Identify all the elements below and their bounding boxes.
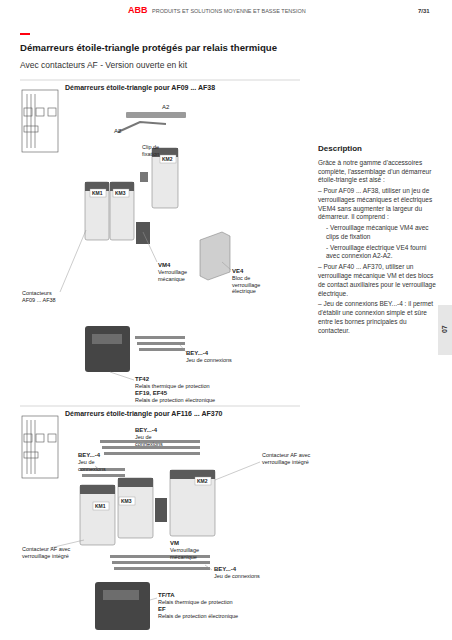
description-text: – Pour AF09 ... AF38, utiliser un jeu de…: [318, 187, 440, 222]
part-code: EF: [158, 606, 198, 613]
part-code: BEY...-4: [214, 566, 264, 573]
description-text: - Verrouillage mécanique VM4 avec clips …: [326, 224, 440, 242]
part-label: Relais de protection électronique: [158, 613, 278, 620]
electrical-interlock: [200, 232, 230, 280]
part-label: Jeu de connexions: [78, 459, 118, 472]
part-label: Relais thermique de protection: [158, 599, 278, 606]
part-label: Contacteur AF avec verrouillage intégré: [262, 452, 314, 465]
a2-bar: [126, 112, 186, 118]
part-label: Relais de protection électronique: [135, 397, 255, 404]
connection-bars: [135, 336, 185, 351]
contactor: [152, 148, 178, 208]
description-text: Grâce à notre gamme d'accessoires complè…: [318, 159, 440, 185]
part-code: TF42: [135, 376, 175, 383]
device-tag: KM3: [115, 190, 131, 196]
subtitle: Avec contacteurs AF - Version ouverte en…: [20, 60, 320, 70]
mechanical-interlock: [155, 498, 167, 522]
part-label: Clip de fixation: [142, 144, 170, 157]
upper-kit: [60, 112, 231, 380]
part-code: EF19, EF45: [135, 390, 195, 397]
part-label: Jeu de connexions: [135, 434, 175, 447]
section-rule: [20, 406, 300, 407]
device-tag: KM1: [95, 503, 111, 509]
device-tag: KM1: [92, 190, 108, 196]
part-code: VM4: [158, 262, 198, 269]
thermal-relay: [95, 582, 150, 630]
part-code: VM: [170, 540, 200, 547]
part-label: Relais thermique de protection: [135, 383, 255, 390]
terminal-strip: [80, 485, 115, 494]
part-label: Verrouillage mécanique: [170, 547, 214, 560]
relay-dial: [92, 334, 122, 344]
part-label: Contacteurs AF09 ... AF38: [22, 290, 64, 303]
side-tab-box: [438, 305, 452, 355]
part-code: BEY...-4: [135, 427, 185, 434]
schematic-icon: [22, 90, 58, 152]
part-label: Bloc de verrouillage électrique: [232, 275, 276, 295]
header-text: PRODUITS ET SOLUTIONS MOYENNE ET BASSE T…: [152, 8, 412, 15]
section-heading: Démarreurs étoile-triangle pour AF09 ...…: [65, 84, 295, 92]
part-label: Verrouillage mécanique: [158, 269, 198, 282]
part-code: BEY...-4: [78, 452, 128, 459]
schematic-icon: [22, 416, 58, 478]
side-tab-number: 07: [441, 322, 449, 336]
device-tag: KM3: [121, 498, 137, 504]
page-number: 7/31: [418, 8, 448, 15]
thermal-relay: [85, 326, 130, 372]
a2-wire: [118, 122, 166, 132]
device-tag: KM2: [162, 156, 178, 162]
contactor: [170, 470, 215, 536]
part-code: VE4: [232, 268, 272, 275]
description-heading: Description: [318, 144, 440, 155]
fixing-clip: [140, 172, 148, 182]
section-heading: Démarreurs étoile-triangle pour AF116 ..…: [65, 410, 295, 418]
description-text: – Jeu de connexions BEY...-4 : il permet…: [318, 300, 440, 335]
contactor: [80, 485, 115, 545]
contactor: [85, 182, 109, 240]
relay-dial: [103, 590, 139, 600]
page-title: Démarreurs étoile-triangle protégés par …: [20, 42, 340, 53]
terminal-label: A2: [114, 128, 128, 135]
description-text: - Verrouillage électrique VE4 fourni ave…: [326, 244, 440, 262]
red-dash: [20, 33, 30, 35]
device-tag: KM2: [197, 478, 213, 484]
description-column: DescriptionGrâce à notre gamme d'accesso…: [318, 144, 440, 337]
terminal-strip: [118, 478, 153, 487]
part-label: Contacteur AF avec verrouillage intégré: [22, 546, 72, 559]
terminal-label: A2: [162, 104, 176, 111]
part-label: Jeu de connexions: [214, 573, 274, 580]
part-code: BEY...-4: [186, 350, 236, 357]
description-text: – Pour AF40 ... AF370, utiliser un verro…: [318, 263, 440, 298]
part-code: TF/TA: [158, 592, 198, 599]
part-label: Jeu de connexions: [186, 357, 246, 364]
contactor: [118, 478, 153, 538]
contactor: [110, 182, 134, 240]
section-rule: [20, 80, 300, 81]
mechanical-interlock: [136, 222, 150, 244]
